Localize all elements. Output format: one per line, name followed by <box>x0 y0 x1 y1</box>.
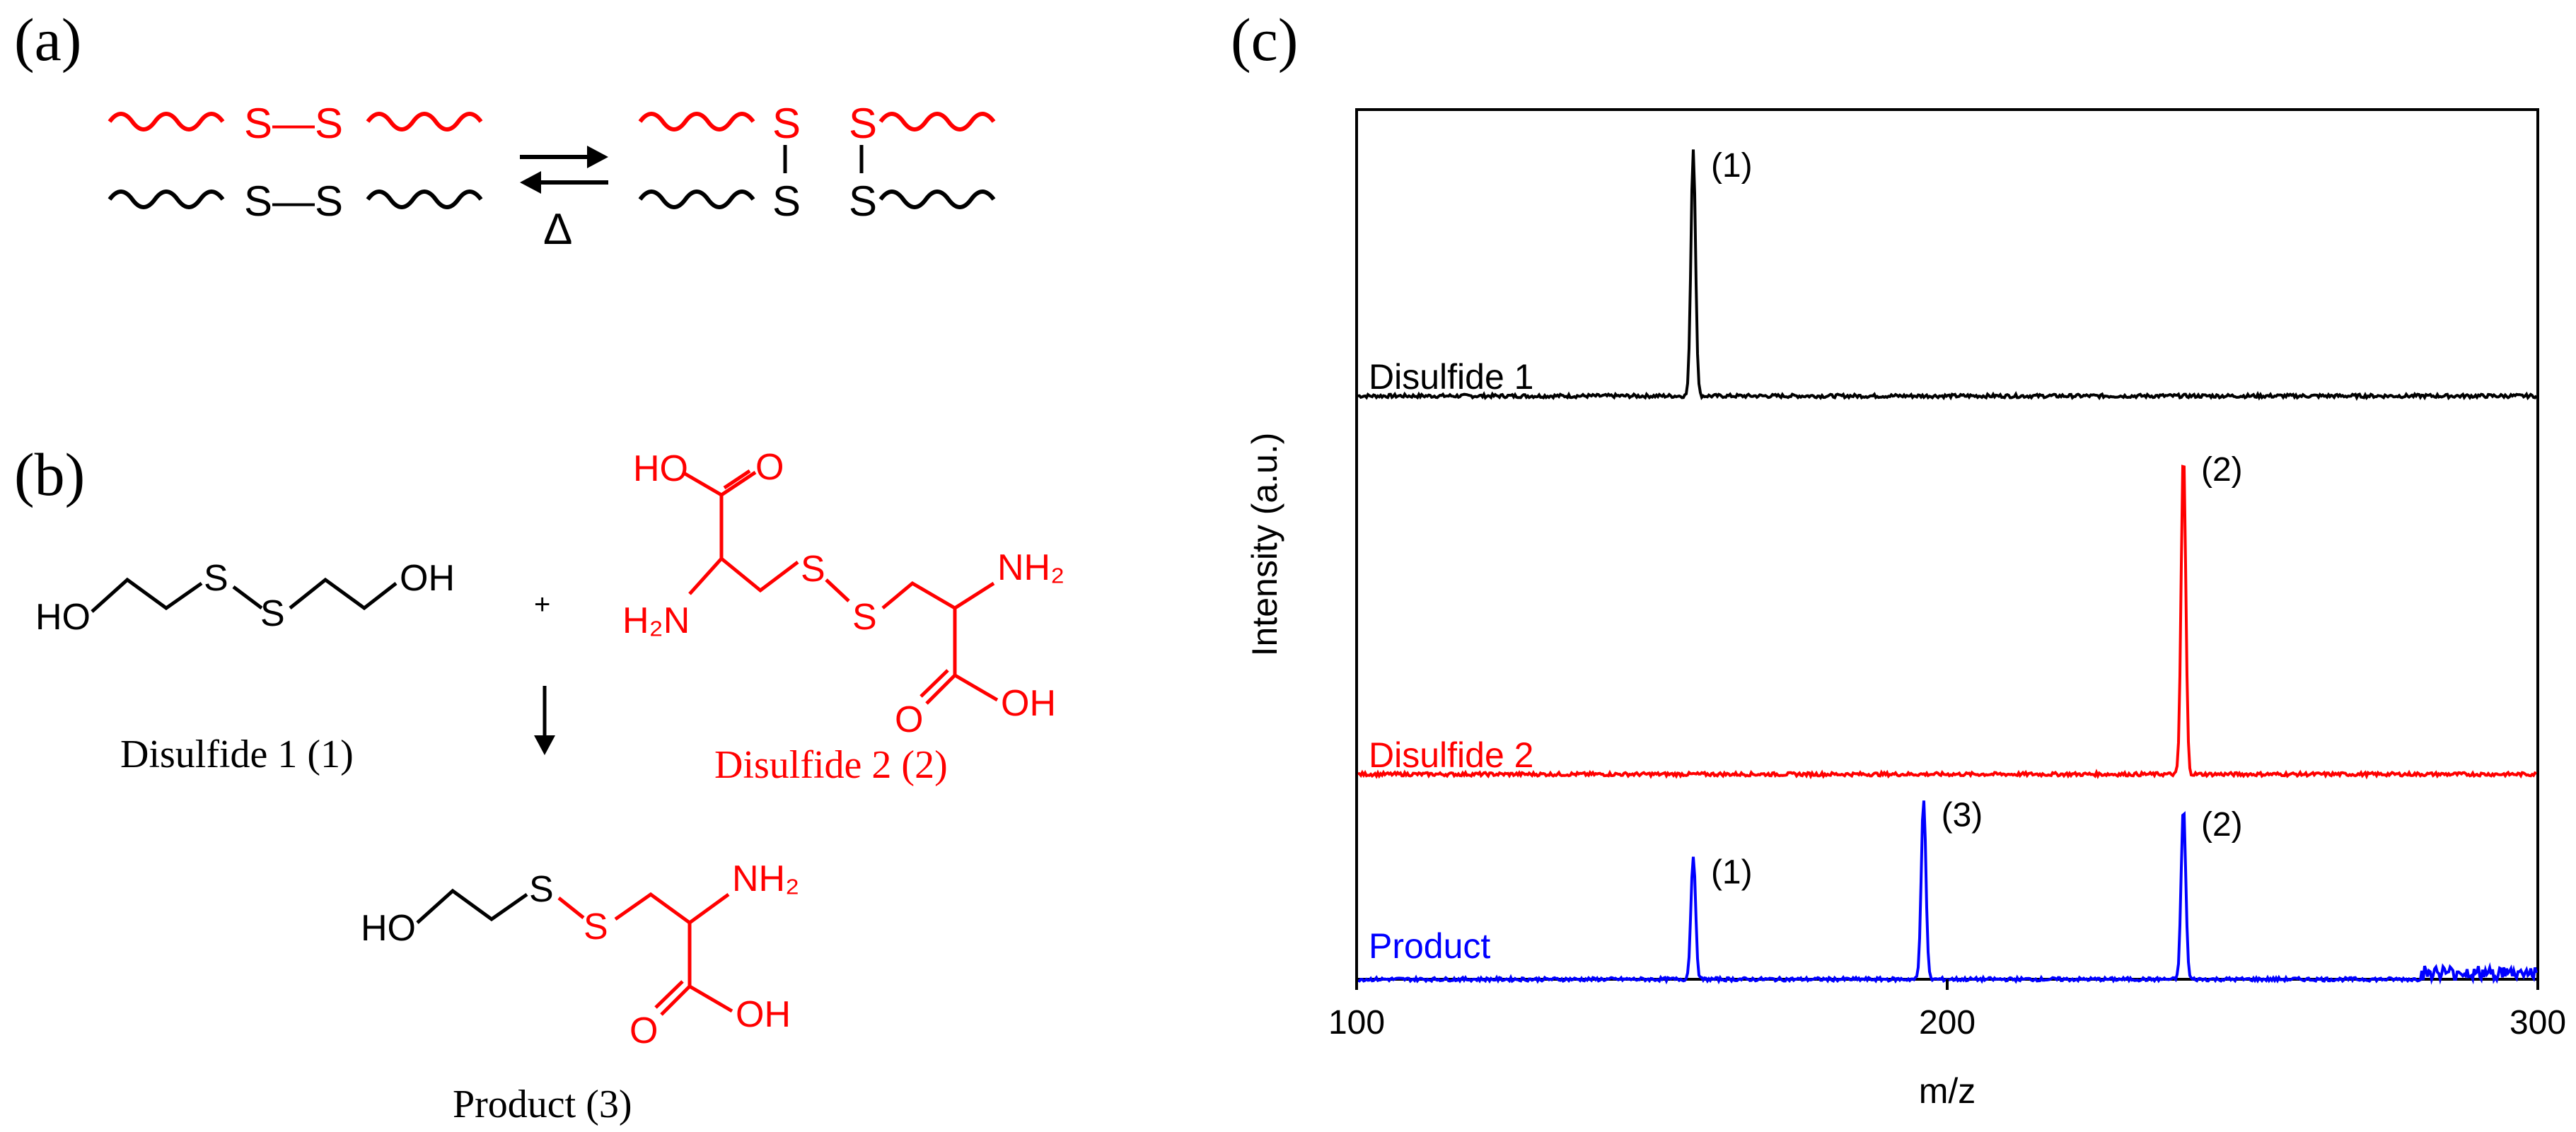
spectra-layer: Disulfide 1 (1) Disulfide 2 (2) Product (1) (3… <box>1328 147 2566 1041</box>
d2-o1: O <box>755 447 784 488</box>
wavy-chain-red-left-1 <box>108 112 225 132</box>
d2-oh: OH <box>1001 683 1056 724</box>
panel-b-label: (b) <box>14 440 85 508</box>
thiol-s-red-2: S <box>849 100 877 147</box>
d2-nh2: NH₂ <box>997 547 1064 588</box>
p-nh2: NH₂ <box>732 858 799 899</box>
d2-h2n: H₂N <box>622 600 690 641</box>
x-axis-label: m/z <box>1919 1071 1976 1111</box>
plus-sign: + <box>534 589 550 620</box>
p-s2: S <box>584 906 608 947</box>
series-label-1: Disulfide 1 <box>1369 357 1533 397</box>
peak-label-3-2: (3) <box>1942 797 1983 834</box>
thiol-s-black-1: S <box>772 177 801 225</box>
x-tick-label-3: 300 <box>2510 1004 2566 1041</box>
wavy-chain-black-right-2 <box>878 189 996 209</box>
caption-disulfide-1: Disulfide 1 (1) <box>120 733 354 776</box>
wavy-chain-red-right-2 <box>878 112 996 132</box>
d2-ho: HO <box>633 448 688 489</box>
wavy-chain-black-left-2 <box>366 189 483 209</box>
product-structure: HO S S NH₂ O OH <box>361 858 799 1051</box>
equilibrium-arrows-icon <box>520 146 608 194</box>
caption-disulfide-2: Disulfide 2 (2) <box>714 743 948 787</box>
d2-s2: S <box>852 597 877 638</box>
panel-b: (b) HO S S OH + Disulfide 1 (1) HO O <box>14 440 1064 1126</box>
d1-s2: S <box>260 593 285 634</box>
x-tick-label-2: 200 <box>1919 1004 1975 1041</box>
wavy-chain-black-left-1 <box>108 189 225 209</box>
bond-left-black: S—S <box>244 177 343 225</box>
reaction-arrow-icon <box>534 686 555 755</box>
wavy-chain-black-right-1 <box>638 189 755 209</box>
p-o: O <box>630 1010 658 1051</box>
d2-o2: O <box>895 699 923 740</box>
wavy-chain-red-right-1 <box>638 112 755 132</box>
p-oh: OH <box>736 994 791 1035</box>
panel-c-label: (c) <box>1231 6 1298 74</box>
wavy-chain-red-left-2 <box>366 112 483 132</box>
d2-s1: S <box>801 549 825 590</box>
spectrum-line-2 <box>1357 465 2537 780</box>
disulfide-2-structure: HO O H₂N S S NH₂ O OH <box>622 447 1064 740</box>
panel-a-label: (a) <box>14 6 81 74</box>
thiol-s-black-2: S <box>849 177 877 225</box>
thiol-s-red-1: S <box>772 100 801 147</box>
disulfide-1-structure: HO S S OH <box>35 558 455 638</box>
heat-icon: Δ <box>543 205 572 254</box>
plot-frame <box>1355 108 2539 981</box>
caption-product: Product (3) <box>453 1083 632 1126</box>
d1-s1: S <box>204 558 228 599</box>
peak-label-3-3: (2) <box>2201 806 2243 844</box>
panel-a: (a) S—S S—S Δ S S S S <box>14 6 996 254</box>
d1-oh: OH <box>400 558 455 599</box>
d1-ho: HO <box>35 597 91 638</box>
p-ho: HO <box>361 908 416 949</box>
x-tick-label-1: 100 <box>1328 1004 1385 1041</box>
peak-label-2-1: (2) <box>2201 451 2243 489</box>
spectrum-line-1 <box>1357 149 2538 401</box>
bond-left-red: S—S <box>244 100 343 147</box>
series-label-3: Product <box>1369 926 1490 966</box>
panel-c: (c) Intensity (a.u.) m/z Disulfide 1(1)D… <box>1231 6 2566 1111</box>
peak-label-1-1: (1) <box>1711 147 1753 185</box>
y-axis-label: Intensity (a.u.) <box>1245 433 1284 657</box>
peak-label-3-1: (1) <box>1711 854 1753 892</box>
p-s1: S <box>529 869 554 910</box>
series-label-2: Disulfide 2 <box>1369 735 1533 775</box>
